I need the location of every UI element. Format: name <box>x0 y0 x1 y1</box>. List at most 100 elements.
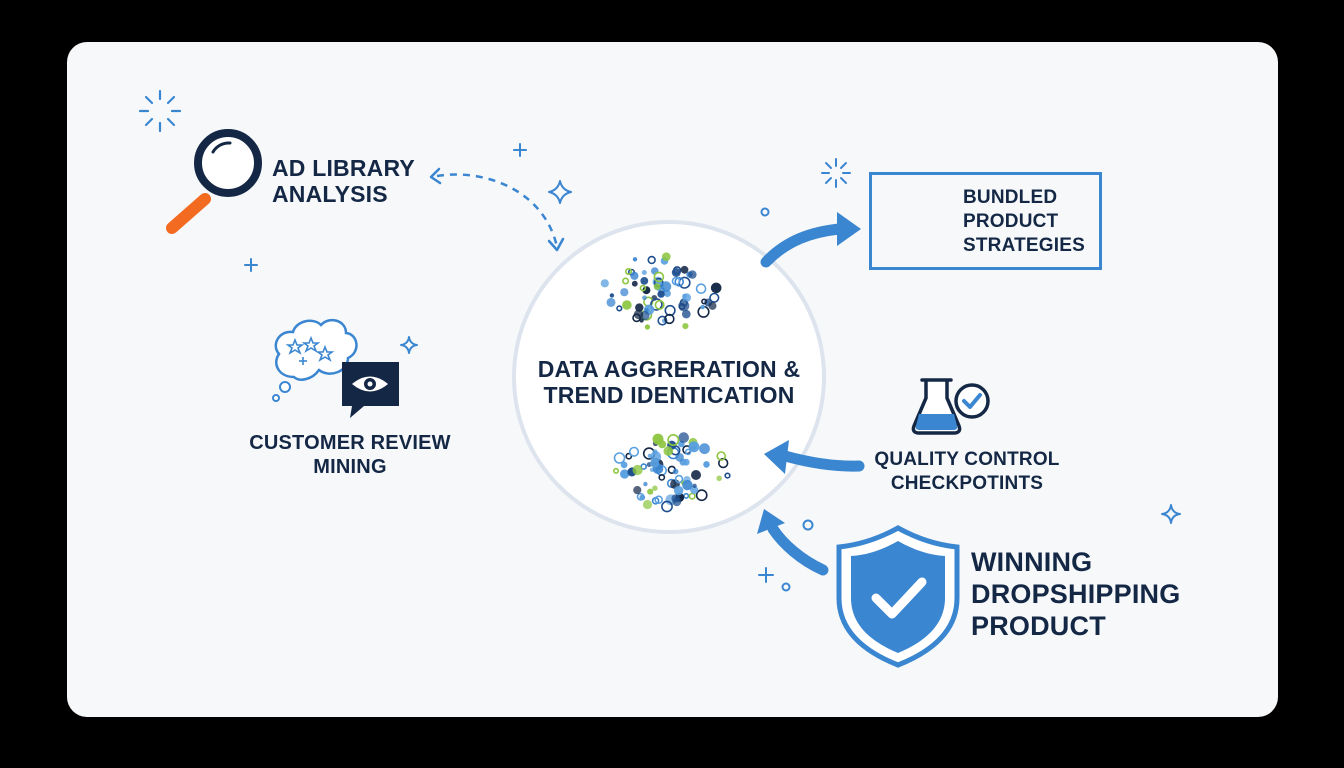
data-particle <box>652 485 658 491</box>
center-hub-circle <box>512 220 826 534</box>
data-particle <box>633 486 642 495</box>
data-particle <box>622 277 630 285</box>
data-particle <box>622 300 632 310</box>
diagram-canvas: AD LIBRARY ANALYSIS CUSTOMER REVIEW MINI… <box>67 42 1278 717</box>
label-line: TREND IDENTICATION <box>543 382 795 408</box>
data-particle <box>652 433 664 445</box>
data-particle <box>667 433 680 446</box>
data-particle <box>709 292 720 303</box>
data-particle <box>682 458 690 466</box>
data-particle <box>680 265 689 274</box>
bundled-product-strategies-label: BUNDLED PRODUCT STRATEGIES <box>963 186 1085 258</box>
data-particle <box>647 488 654 495</box>
winning-dropshipping-product-label: WINNING DROPSHIPPING PRODUCT <box>971 546 1180 642</box>
label-line: MINING <box>313 456 387 478</box>
thought-cloud-eye-icon <box>272 318 399 418</box>
data-particle <box>612 467 619 474</box>
data-particle <box>639 318 644 323</box>
data-particle <box>641 270 647 275</box>
data-particle <box>635 303 644 312</box>
quality-control-checkpoints-label: QUALITY CONTROL CHECKPOTINTS <box>869 448 1065 496</box>
data-particle <box>625 452 633 460</box>
flask-check-icon <box>911 378 990 435</box>
data-particle <box>682 323 689 330</box>
data-particle <box>701 298 708 305</box>
data-particle <box>616 305 623 312</box>
data-particle <box>663 446 674 456</box>
data-particle <box>682 309 691 319</box>
arrow-to-bundled <box>760 212 861 268</box>
label-line: DROPSHIPPING <box>971 579 1181 609</box>
data-particle <box>630 271 639 280</box>
data-particle <box>609 293 615 298</box>
data-particle <box>671 276 681 286</box>
ad-library-analysis-label: AD LIBRARY ANALYSIS <box>272 155 415 207</box>
data-particle <box>678 300 690 312</box>
center-hub-label: DATA AGGRERATION & TREND IDENTICATION <box>507 356 831 408</box>
data-particle <box>654 299 665 310</box>
data-particle <box>660 281 672 292</box>
data-particle <box>657 315 668 326</box>
data-particle <box>654 495 664 505</box>
data-particle <box>620 288 629 297</box>
data-particle <box>682 479 693 491</box>
data-particle <box>671 494 680 503</box>
data-particle <box>632 464 643 476</box>
data-particle <box>624 268 632 276</box>
data-particle <box>692 483 697 488</box>
data-particles-top <box>600 252 722 330</box>
data-particle <box>675 453 684 462</box>
data-particle <box>695 283 707 294</box>
plus-mark-icon <box>244 143 774 583</box>
data-particle <box>642 499 653 510</box>
data-particle <box>700 304 705 310</box>
data-particle <box>662 252 671 261</box>
data-particle <box>724 472 731 479</box>
data-particle <box>699 443 710 455</box>
dashed-connector-arrow <box>429 167 565 252</box>
data-particle <box>643 481 648 487</box>
data-particle <box>620 469 630 479</box>
data-particle <box>644 324 651 330</box>
label-line: DATA AGGRERATION & <box>537 356 801 382</box>
label-line: WINNING <box>971 547 1093 577</box>
bundled-product-box <box>869 172 1102 270</box>
data-particle <box>682 293 691 302</box>
data-particle <box>671 268 681 277</box>
magnifier-icon <box>166 129 262 234</box>
data-particle <box>636 492 645 501</box>
data-particle <box>658 473 666 481</box>
data-particle <box>716 451 727 461</box>
data-particle <box>640 277 649 285</box>
label-line: QUALITY CONTROL <box>874 449 1060 470</box>
label-line: BUNDLED <box>963 187 1058 208</box>
data-particle <box>600 279 609 288</box>
label-line: PRODUCT <box>963 211 1059 232</box>
label-line: CHECKPOTINTS <box>890 473 1044 494</box>
data-particle <box>657 290 665 298</box>
data-particle <box>661 500 673 513</box>
data-particle <box>710 282 722 294</box>
sparkle-burst-icon <box>138 89 182 133</box>
data-particle <box>717 457 729 469</box>
label-line: CUSTOMER REVIEW <box>249 432 451 454</box>
data-particle <box>674 485 684 496</box>
data-particle <box>650 458 660 468</box>
data-particle <box>620 461 628 469</box>
data-particle <box>632 257 638 262</box>
label-line: STRATEGIES <box>963 235 1085 256</box>
customer-review-mining-label: CUSTOMER REVIEW MINING <box>231 431 469 479</box>
shield-check-icon <box>836 525 960 668</box>
data-particle <box>683 492 690 499</box>
sparkle-burst-icon <box>821 158 851 188</box>
data-particle <box>674 277 685 287</box>
data-particle <box>642 295 647 301</box>
data-particle <box>684 448 692 456</box>
data-particle <box>672 468 679 475</box>
data-particle <box>690 485 699 494</box>
data-particle <box>653 271 665 283</box>
data-particle <box>716 475 722 482</box>
data-particle <box>678 432 689 443</box>
data-particle <box>695 489 708 502</box>
data-particle <box>606 297 616 307</box>
